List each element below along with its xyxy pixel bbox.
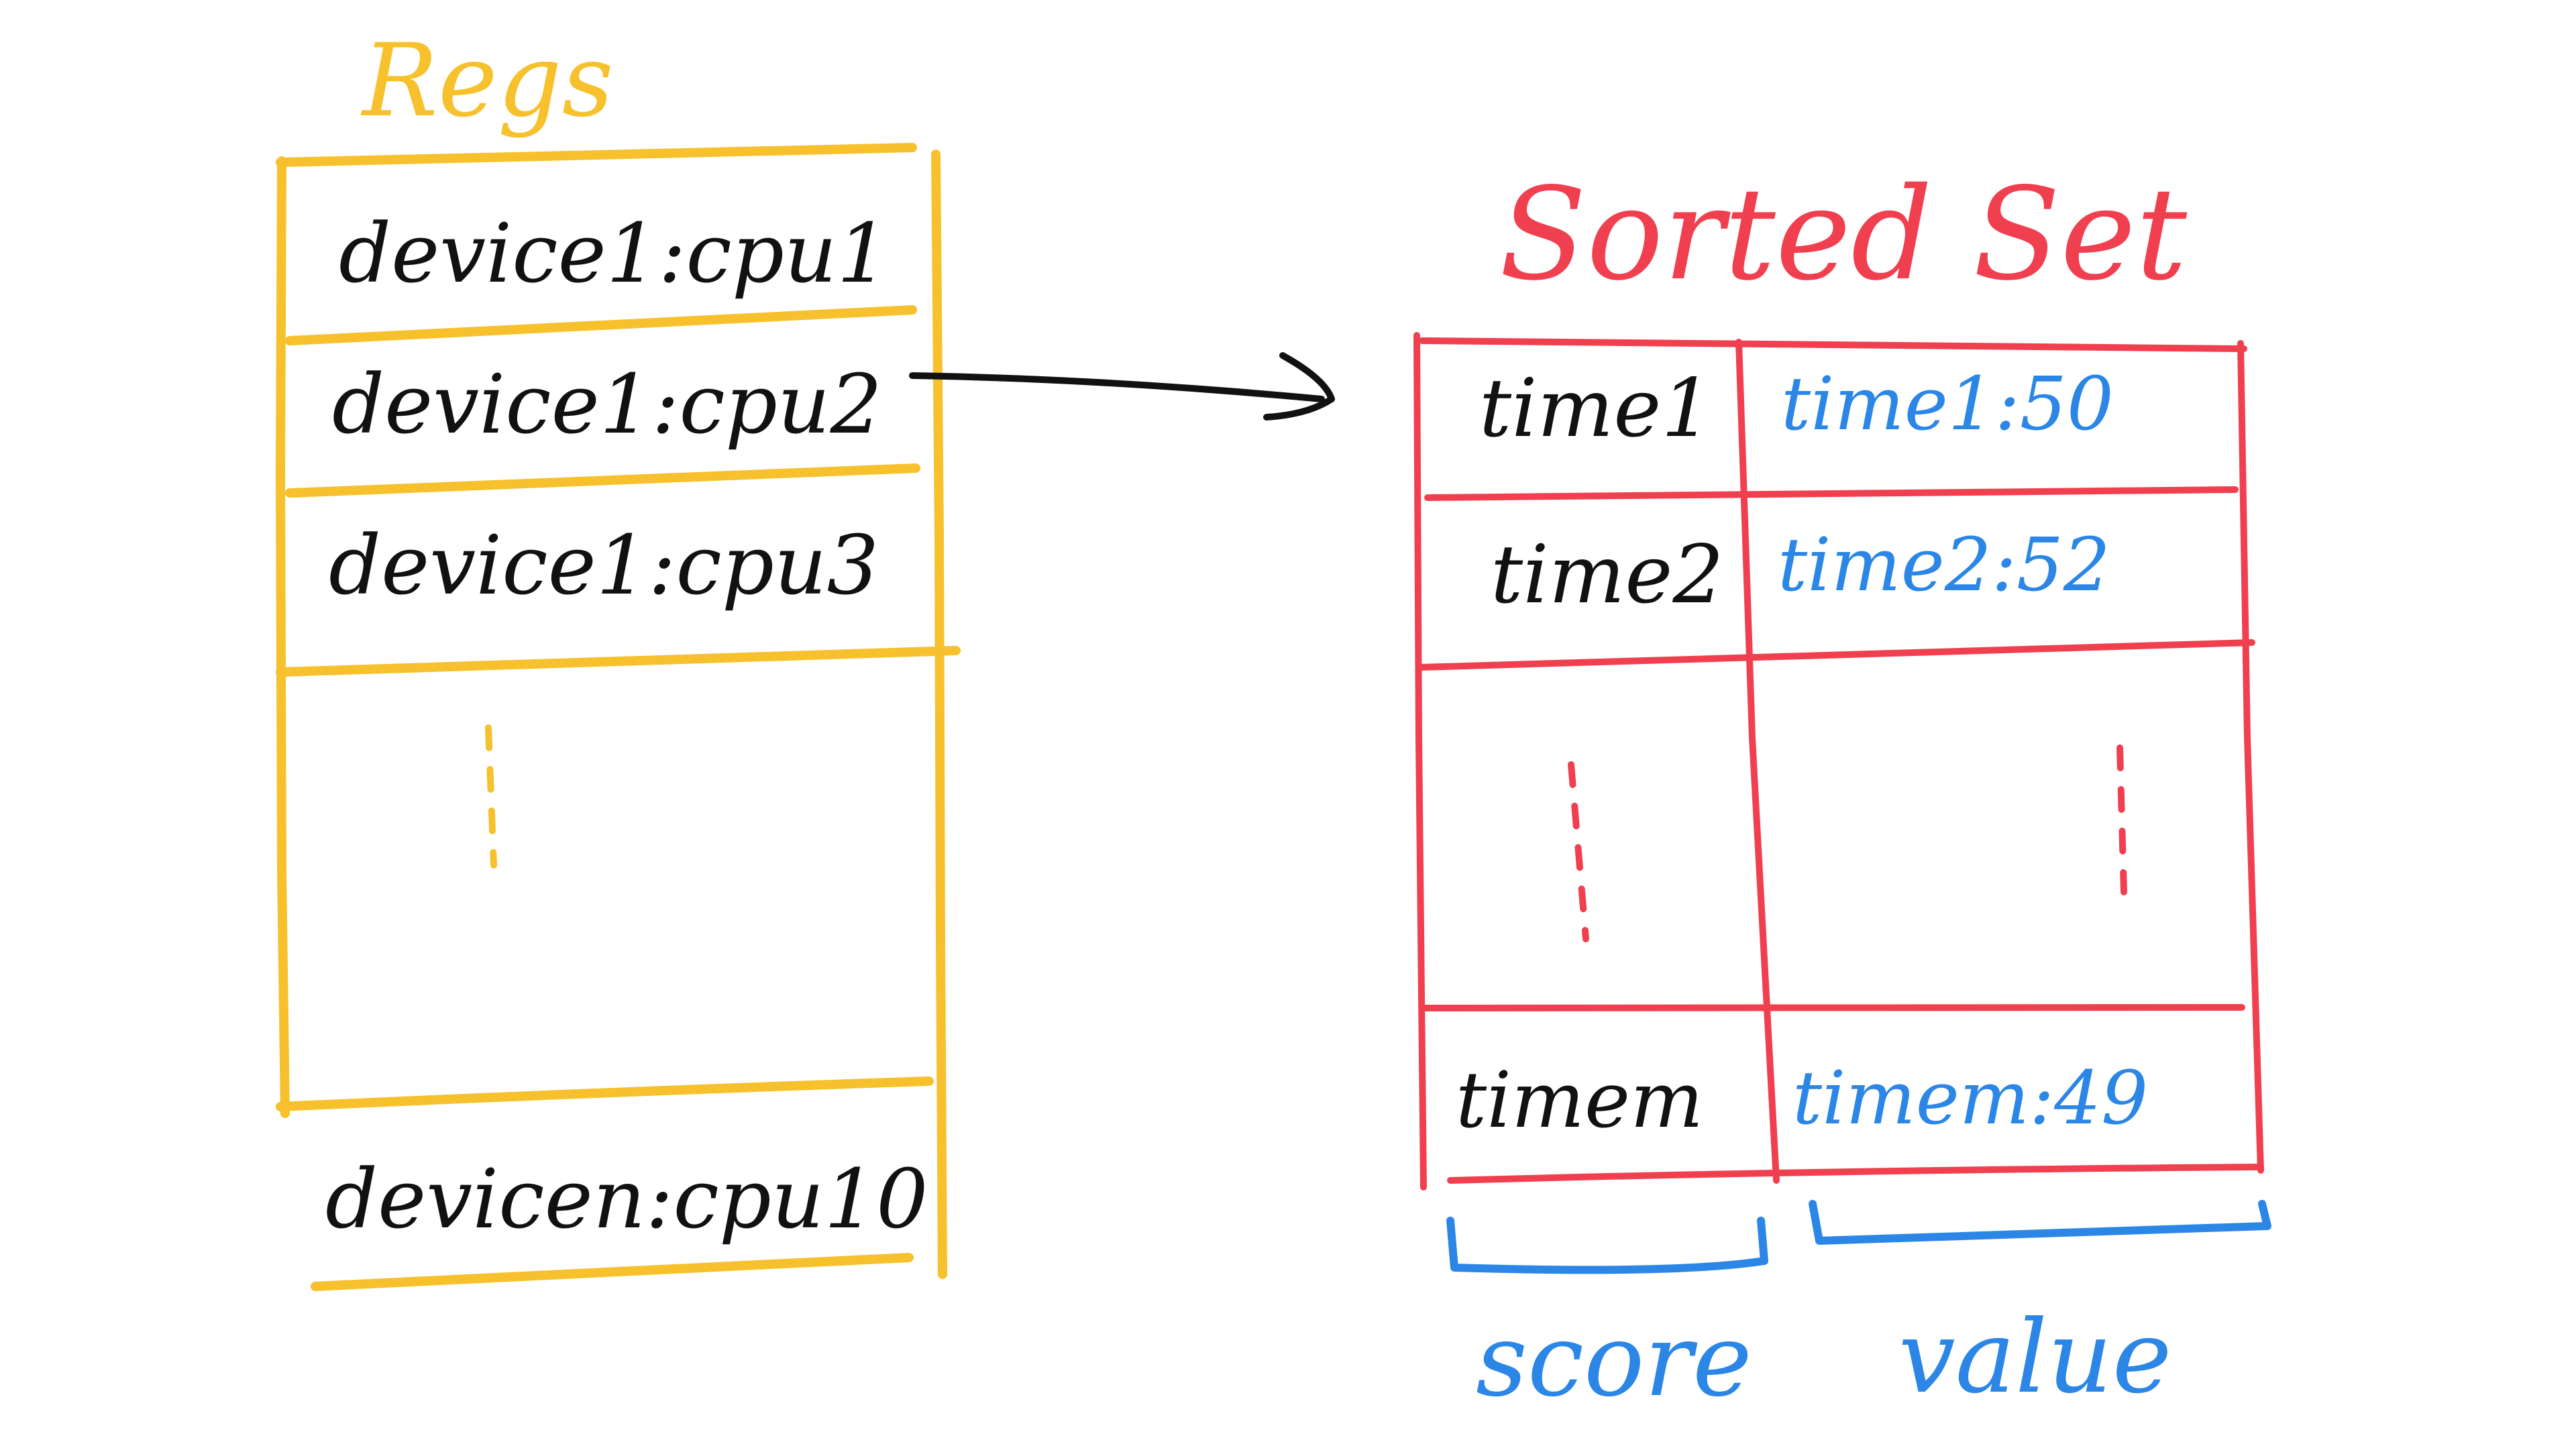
regs-frame-left bbox=[276, 156, 290, 1118]
sorted-set-frame-top bbox=[1419, 337, 2247, 352]
regs-separator-3 bbox=[276, 646, 961, 677]
regs-separator-4 bbox=[276, 1076, 934, 1111]
value-cell-last: timem:49 bbox=[1792, 1055, 2148, 1141]
regs-ellipsis bbox=[485, 724, 497, 869]
regs-row-3: device1:cpu3 bbox=[329, 518, 879, 613]
regs-row-2: device1:cpu2 bbox=[332, 357, 882, 452]
pointer-arrow bbox=[909, 352, 1335, 421]
value-cell-1: time1:50 bbox=[1781, 361, 2114, 447]
value-bracket bbox=[1809, 1200, 2271, 1245]
regs-row-1: device1:cpu1 bbox=[339, 206, 889, 301]
value-label: value bbox=[1898, 1299, 2172, 1416]
sorted-set-value-ellipsis bbox=[2116, 744, 2127, 895]
score-label: score bbox=[1476, 1302, 1752, 1419]
sorted-set-separator-1 bbox=[1424, 486, 2239, 501]
column-annotations: score value bbox=[1446, 1200, 2271, 1419]
sorted-set-separator-3 bbox=[1422, 1003, 2245, 1011]
regs-list: Regs device1:cpu1 device1:cpu2 device1:c… bbox=[276, 23, 961, 1291]
sorted-set-score-ellipsis bbox=[1568, 761, 1589, 942]
regs-frame-bottom bbox=[311, 1253, 914, 1291]
arrow-head bbox=[1263, 352, 1335, 421]
arrow-shaft bbox=[909, 372, 1325, 402]
sorted-set-frame-left bbox=[1413, 332, 1427, 1190]
regs-title: Regs bbox=[360, 23, 614, 140]
score-cell-2: time2 bbox=[1491, 529, 1724, 622]
regs-separator-2 bbox=[285, 463, 920, 498]
sorted-set-column-divider bbox=[1735, 339, 1780, 1184]
sorted-set-frame-bottom bbox=[1447, 1164, 2264, 1184]
sorted-set-separator-2 bbox=[1416, 639, 2255, 671]
regs-frame-right bbox=[931, 150, 947, 1279]
regs-separator-1 bbox=[285, 305, 917, 345]
score-bracket bbox=[1446, 1217, 1768, 1274]
score-cell-1: time1 bbox=[1479, 362, 1713, 455]
sorted-set-frame-right bbox=[2237, 340, 2264, 1174]
sorted-set-table: Sorted Set time1 time1:50 time2 time2:52… bbox=[1413, 160, 2264, 1190]
regs-row-last: devicen:cpu10 bbox=[325, 1152, 928, 1247]
regs-frame-top bbox=[276, 143, 917, 167]
value-cell-2: time2:52 bbox=[1778, 522, 2110, 608]
sorted-set-title: Sorted Set bbox=[1499, 160, 2188, 309]
score-cell-last: timem bbox=[1456, 1056, 1703, 1146]
